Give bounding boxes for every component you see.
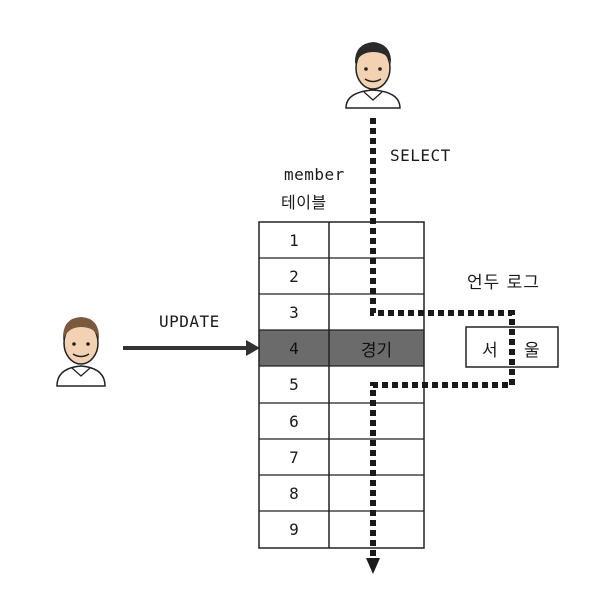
update-arrow	[123, 340, 260, 356]
read-path-arrowhead	[366, 558, 380, 574]
user-select-icon	[345, 42, 401, 109]
table-row-id: 8	[289, 483, 299, 503]
table-title-line1: member	[284, 165, 345, 184]
select-read-path	[370, 118, 515, 556]
undo-log-value-right: 울	[524, 341, 541, 361]
table-row-id: 1	[289, 230, 299, 250]
update-label: UPDATE	[159, 312, 220, 331]
undo-log-label: 언두 로그	[467, 273, 540, 293]
table-row-id: 5	[289, 374, 299, 394]
table-row-id: 7	[289, 447, 299, 467]
user-update-icon	[56, 317, 106, 387]
table-row-id: 6	[289, 411, 299, 431]
undo-log-value-left: 서	[482, 341, 499, 361]
table-row-id: 3	[289, 302, 299, 322]
table-row-value-highlighted: 경기	[360, 340, 393, 361]
table-title-line2: 테이블	[281, 193, 327, 212]
select-label: SELECT	[390, 146, 451, 165]
table-row-id: 2	[289, 266, 299, 286]
table-row-id: 9	[289, 519, 299, 539]
table-row-id-highlighted: 4	[289, 338, 299, 358]
